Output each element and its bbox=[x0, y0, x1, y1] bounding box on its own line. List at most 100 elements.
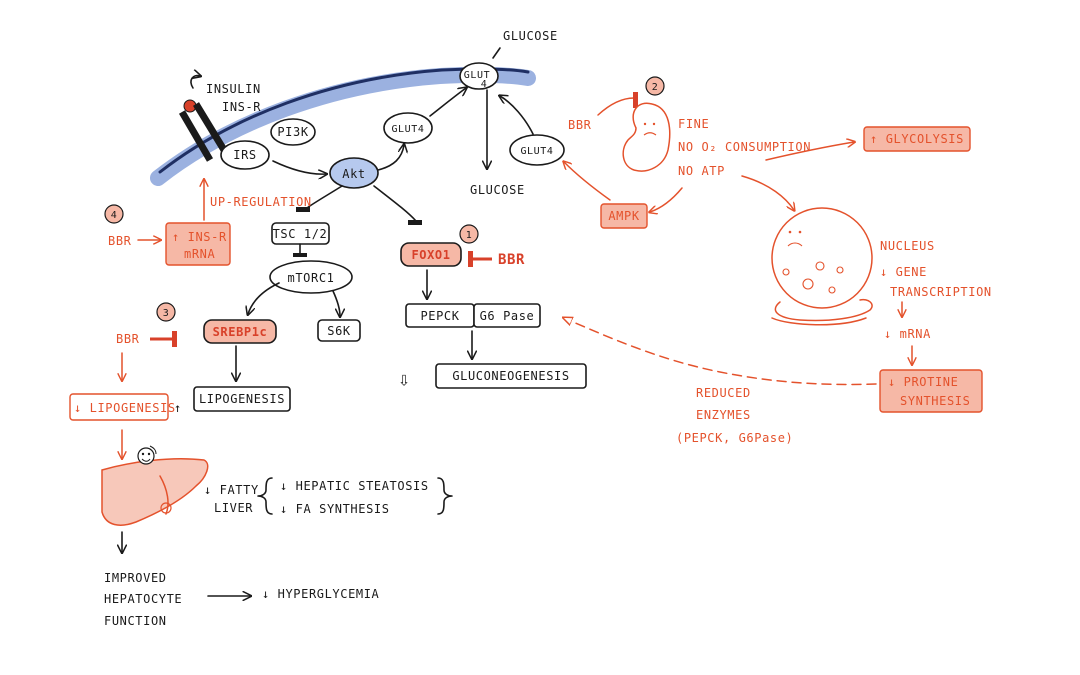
protine-label: ↓ PROTINE bbox=[888, 375, 958, 389]
bbr-2-label: BBR bbox=[568, 118, 592, 132]
ins-r-label: INS-R bbox=[222, 100, 261, 114]
marker-4-label: 4 bbox=[111, 210, 118, 221]
lipogenesis-node bbox=[193, 386, 291, 412]
glut4-left-label: GLUT4 bbox=[391, 124, 424, 135]
enzymes-label: ENZYMES bbox=[696, 408, 751, 422]
transcription-label: TRANSCRIPTION bbox=[890, 285, 992, 299]
glucose-entry-tick bbox=[492, 47, 501, 59]
arrow-glut4r-membrane bbox=[500, 96, 534, 135]
mitochondrion-drawing bbox=[622, 102, 671, 172]
bbr-3-label: BBR bbox=[116, 332, 140, 346]
bbr-1-label: BBR bbox=[498, 252, 525, 268]
irs-label: IRS bbox=[233, 148, 256, 162]
inhib-bar-tsc bbox=[296, 207, 310, 212]
g6pase-label: G6 Pase bbox=[480, 309, 535, 323]
insulin-receptor bbox=[178, 76, 227, 162]
lipo-down-node bbox=[69, 393, 169, 421]
arrow-to-nucleus bbox=[741, 175, 794, 210]
up-regulation-label: UP-REGULATION bbox=[210, 195, 312, 209]
arrow-ampk-glut4 bbox=[564, 162, 611, 201]
marker-2 bbox=[645, 76, 665, 96]
glut4-right-label: GLUT4 bbox=[520, 146, 553, 157]
marker-3-label: 3 bbox=[163, 308, 170, 319]
arrow-akt-glut4 bbox=[377, 145, 404, 171]
arrow-to-glycolysis bbox=[765, 142, 854, 161]
gene-label: ↓ GENE bbox=[880, 265, 927, 279]
function-label: FUNCTION bbox=[104, 614, 167, 628]
glut-membrane-node bbox=[459, 62, 499, 90]
srebp1c-label: SREBP1c bbox=[213, 325, 268, 339]
inhib-bar-bbr2 bbox=[633, 92, 638, 108]
glycolysis-label: ↑ GLYCOLYSIS bbox=[870, 132, 964, 146]
enzymes-list-label: (PEPCK, G6Pase) bbox=[676, 431, 793, 445]
glut-membrane-label: GLUT bbox=[464, 70, 490, 81]
liver-drawing bbox=[101, 445, 209, 526]
srebp1c-node bbox=[203, 319, 277, 344]
left-brace bbox=[257, 477, 273, 515]
glucose-outside-label: GLUCOSE bbox=[503, 29, 558, 43]
s6k-node bbox=[317, 319, 361, 342]
synthesis-label: SYNTHESIS bbox=[900, 394, 970, 408]
foxo1-node bbox=[400, 242, 462, 267]
arrow-mtorc1-s6k bbox=[332, 290, 340, 316]
fine-label: FINE bbox=[678, 117, 709, 131]
pi3k-label: PI3K bbox=[277, 125, 308, 139]
glucose-inside-label: GLUCOSE bbox=[470, 183, 525, 197]
glut-membrane-subscript: 4 bbox=[481, 79, 488, 90]
inhib-bbr-mito-line bbox=[597, 97, 635, 116]
s6k-label: S6K bbox=[327, 324, 351, 338]
tsc-label: TSC 1/2 bbox=[273, 227, 328, 241]
reduced-label: REDUCED bbox=[696, 386, 751, 400]
mtorc1-label: mTORC1 bbox=[288, 271, 335, 285]
mrna-label: ↓ mRNA bbox=[884, 327, 931, 341]
hollow-down-arrow: ⇩ bbox=[398, 367, 411, 391]
marker-4 bbox=[104, 204, 124, 224]
marker-2-label: 2 bbox=[652, 82, 659, 93]
mtorc1-node bbox=[269, 260, 353, 294]
bbr-4-label: BBR bbox=[108, 234, 132, 248]
marker-1-label: 1 bbox=[466, 230, 473, 241]
glut4-right-node bbox=[509, 134, 565, 166]
gluconeogenesis-label: GLUCONEOGENESIS bbox=[452, 369, 569, 383]
ampk-node bbox=[600, 203, 648, 229]
dashed-feedback-arrow bbox=[564, 318, 877, 386]
nucleus-drawing bbox=[771, 207, 873, 326]
foxo1-label: FOXO1 bbox=[411, 248, 450, 262]
fatty-label: ↓ FATTY bbox=[204, 483, 259, 497]
irs-node bbox=[220, 140, 270, 170]
inhib-akt-foxo1 bbox=[373, 185, 417, 222]
hepatocyte-label: HEPATOCYTE bbox=[104, 592, 182, 606]
lipogenesis-label: LIPOGENESIS bbox=[199, 392, 285, 406]
ins-r-mrna-node bbox=[165, 222, 231, 266]
right-brace bbox=[437, 477, 453, 515]
protine-synthesis-node bbox=[879, 369, 983, 413]
ins-r-mrna-line1: ↑ INS-R bbox=[172, 230, 227, 244]
g6pase-node bbox=[473, 303, 541, 328]
ins-r-mrna-line2: mRNA bbox=[184, 247, 215, 261]
improved-label: IMPROVED bbox=[104, 571, 167, 585]
marker-3 bbox=[156, 302, 176, 322]
marker-1 bbox=[459, 224, 479, 244]
inhib-bar-bbr3 bbox=[172, 331, 177, 347]
hyperglycemia-label: ↓ HYPERGLYCEMIA bbox=[262, 587, 380, 601]
pi3k-node bbox=[270, 118, 316, 146]
liver-word-label: LIVER bbox=[214, 501, 253, 515]
arrow-mtorc1-srebp bbox=[248, 282, 280, 314]
lipo-up-arrow: ↑ bbox=[174, 401, 182, 415]
arrow-irs-akt bbox=[272, 160, 326, 174]
ampk-label: AMPK bbox=[608, 209, 639, 223]
steatosis-label: ↓ HEPATIC STEATOSIS bbox=[280, 479, 429, 493]
insulin-label: INSULIN bbox=[206, 82, 261, 96]
nucleus-label: NUCLEUS bbox=[880, 239, 935, 253]
lipo-down-label: ↓ LIPOGENESIS bbox=[74, 401, 176, 415]
fa-synthesis-label: ↓ FA SYNTHESIS bbox=[280, 502, 390, 516]
akt-node bbox=[329, 157, 379, 189]
gluconeogenesis-node bbox=[435, 363, 587, 389]
no-atp-label: NO ATP bbox=[678, 164, 725, 178]
inhib-bar-foxo1 bbox=[408, 220, 422, 225]
arrow-glut4-membrane bbox=[429, 88, 466, 117]
akt-label: Akt bbox=[342, 167, 365, 181]
inhib-bar-bbr1 bbox=[468, 251, 473, 267]
inhib-bar-mtorc1 bbox=[293, 253, 307, 257]
